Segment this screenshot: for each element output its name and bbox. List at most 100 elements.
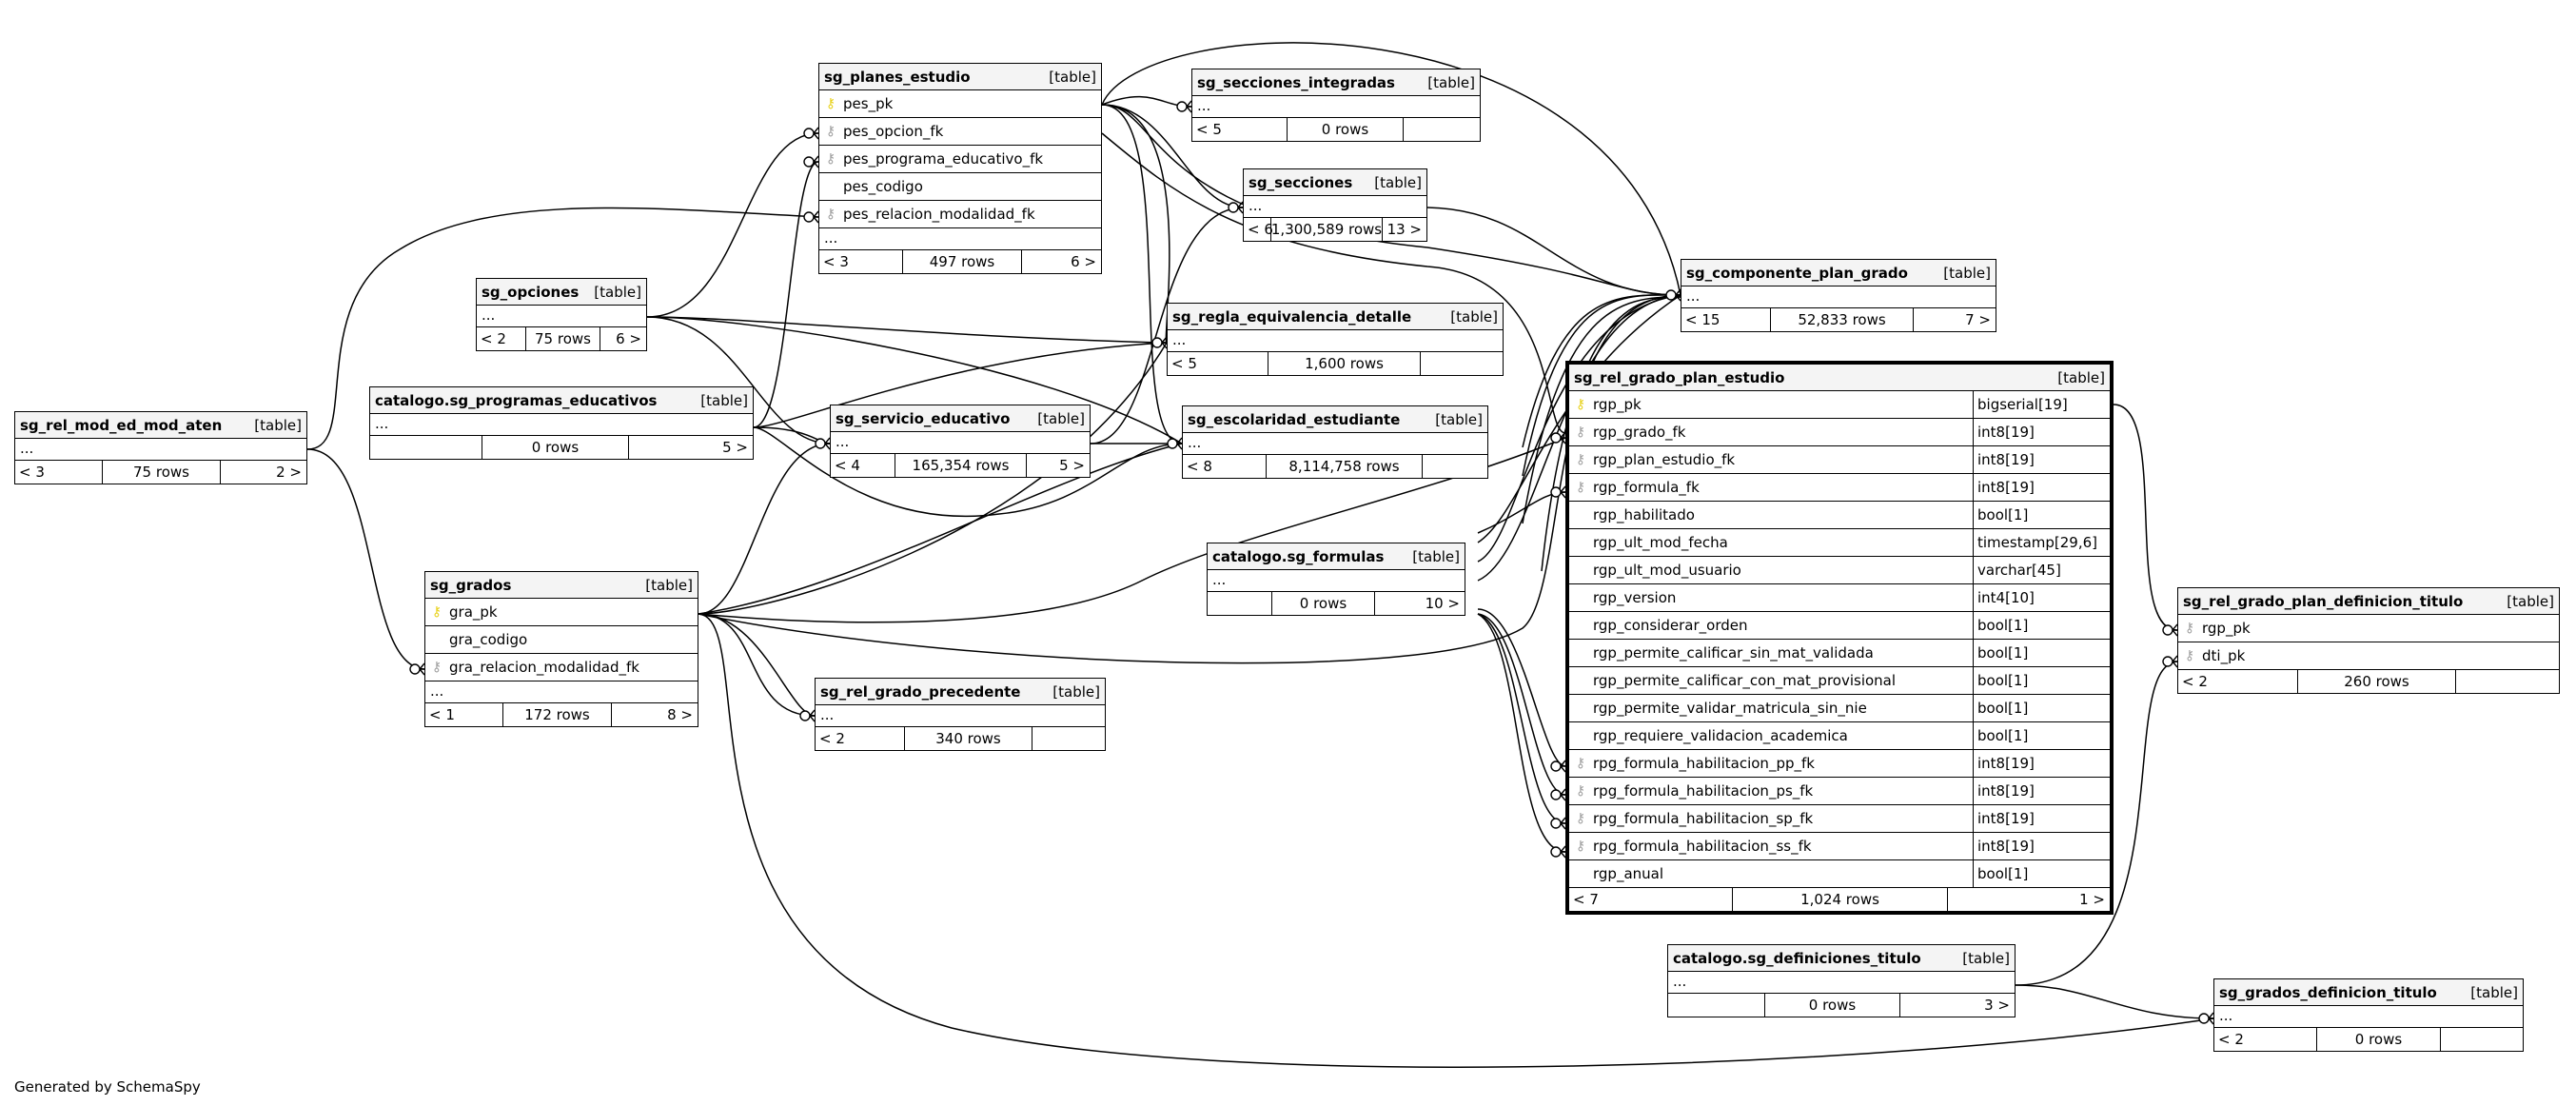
column-row[interactable]: pes_codigo: [819, 173, 1101, 201]
children-count[interactable]: 5 >: [1059, 457, 1085, 474]
more-columns-ellipsis[interactable]: ...: [1208, 570, 1465, 592]
table-name[interactable]: sg_servicio_educativo: [836, 409, 1011, 427]
more-columns-ellipsis[interactable]: ...: [819, 228, 1101, 250]
children-count[interactable]: 3 >: [1984, 997, 2010, 1014]
column-row[interactable]: ⚷pes_pk: [819, 90, 1101, 118]
more-columns-ellipsis[interactable]: ...: [831, 432, 1090, 454]
parents-count[interactable]: < 1: [425, 703, 503, 726]
column-row[interactable]: gra_codigo: [425, 626, 698, 654]
more-columns-ellipsis[interactable]: ...: [1668, 972, 2015, 994]
parents-count[interactable]: < 5: [1168, 352, 1268, 375]
column-row[interactable]: ⚷pes_relacion_modalidad_fk: [819, 201, 1101, 228]
more-columns-ellipsis[interactable]: ...: [1244, 196, 1426, 218]
more-columns-ellipsis[interactable]: ...: [15, 439, 306, 461]
parents-count[interactable]: < 4: [831, 454, 895, 477]
table-name[interactable]: sg_grados_definicion_titulo: [2219, 983, 2437, 1001]
children-count[interactable]: 10 >: [1425, 595, 1460, 612]
children-count[interactable]: 2 >: [276, 464, 302, 481]
parents-count[interactable]: < 2: [816, 727, 905, 750]
parents-count[interactable]: [370, 436, 482, 459]
parents-count[interactable]: < 5: [1192, 118, 1288, 141]
parents-count[interactable]: < 7: [1569, 888, 1733, 911]
table-name[interactable]: sg_grados: [430, 576, 512, 594]
table-name[interactable]: sg_regla_equivalencia_detalle: [1172, 307, 1412, 326]
table-name[interactable]: sg_componente_plan_grado: [1686, 264, 1908, 282]
column-row[interactable]: ⚷pes_opcion_fk: [819, 118, 1101, 146]
more-columns-ellipsis[interactable]: ...: [1681, 286, 1996, 308]
table-name[interactable]: sg_rel_mod_ed_mod_aten: [20, 416, 223, 434]
table-name[interactable]: catalogo.sg_definiciones_titulo: [1673, 949, 1921, 967]
parents-count[interactable]: [1208, 592, 1272, 615]
children-count[interactable]: 8 >: [667, 706, 693, 723]
table-sg-planes-estudio[interactable]: sg_planes_estudio[table]⚷pes_pk⚷pes_opci…: [818, 63, 1102, 274]
table-name[interactable]: sg_escolaridad_estudiante: [1188, 410, 1401, 428]
children-count[interactable]: [1032, 727, 1105, 750]
parents-count[interactable]: [1668, 994, 1765, 1017]
column-row[interactable]: ⚷gra_pk: [425, 599, 698, 626]
table-sg-rel-grado-plan-definicion-titulo[interactable]: sg_rel_grado_plan_definicion_titulo[tabl…: [2177, 587, 2560, 694]
table-catalogo-sg-definiciones-titulo[interactable]: catalogo.sg_definiciones_titulo[table]..…: [1667, 944, 2016, 1017]
children-count[interactable]: [2441, 1028, 2523, 1051]
parents-count[interactable]: < 6: [1244, 218, 1273, 241]
table-name[interactable]: sg_rel_grado_plan_definicion_titulo: [2183, 592, 2464, 610]
children-count[interactable]: 7 >: [1965, 311, 1991, 328]
children-count[interactable]: [2456, 670, 2559, 693]
table-catalogo-sg-programas-educativos[interactable]: catalogo.sg_programas_educativos[table].…: [369, 386, 754, 460]
parents-count[interactable]: < 3: [15, 461, 103, 484]
column-row[interactable]: ⚷rgp_pk: [2178, 615, 2559, 642]
table-name[interactable]: sg_rel_grado_precedente: [820, 682, 1021, 701]
children-count[interactable]: [1404, 118, 1480, 141]
children-count[interactable]: 13 >: [1386, 221, 1422, 238]
children-count[interactable]: 6 >: [616, 330, 641, 347]
more-columns-ellipsis[interactable]: ...: [816, 705, 1105, 727]
table-name[interactable]: catalogo.sg_formulas: [1212, 547, 1385, 565]
table-name[interactable]: sg_rel_grado_plan_estudio: [1574, 368, 1785, 386]
more-columns-ellipsis[interactable]: ...: [1192, 96, 1480, 118]
column-row[interactable]: ⚷pes_programa_educativo_fk: [819, 146, 1101, 173]
table-name[interactable]: sg_secciones: [1249, 173, 1353, 191]
table-name[interactable]: sg_planes_estudio: [824, 68, 971, 86]
parents-count[interactable]: < 15: [1681, 308, 1771, 331]
more-columns-ellipsis[interactable]: ...: [1168, 330, 1503, 352]
table-sg-regla-equivalencia-detalle[interactable]: sg_regla_equivalencia_detalle[table]...<…: [1167, 303, 1504, 376]
children-count[interactable]: [1421, 352, 1503, 375]
table-sg-grados-definicion-titulo[interactable]: sg_grados_definicion_titulo[table]...< 2…: [2213, 978, 2524, 1052]
more-columns-ellipsis[interactable]: ...: [370, 414, 753, 436]
children-count[interactable]: 6 >: [1071, 253, 1096, 270]
table-name[interactable]: sg_opciones: [482, 283, 580, 301]
column-row[interactable]: rgp_permite_calificar_con_mat_provisiona…: [1569, 667, 2110, 695]
column-row[interactable]: ⚷dti_pk: [2178, 642, 2559, 670]
more-columns-ellipsis[interactable]: ...: [425, 681, 698, 703]
children-count[interactable]: 1 >: [2079, 891, 2105, 908]
children-count[interactable]: [1423, 455, 1487, 478]
column-row[interactable]: ⚷gra_relacion_modalidad_fk: [425, 654, 698, 681]
more-columns-ellipsis[interactable]: ...: [477, 306, 646, 327]
